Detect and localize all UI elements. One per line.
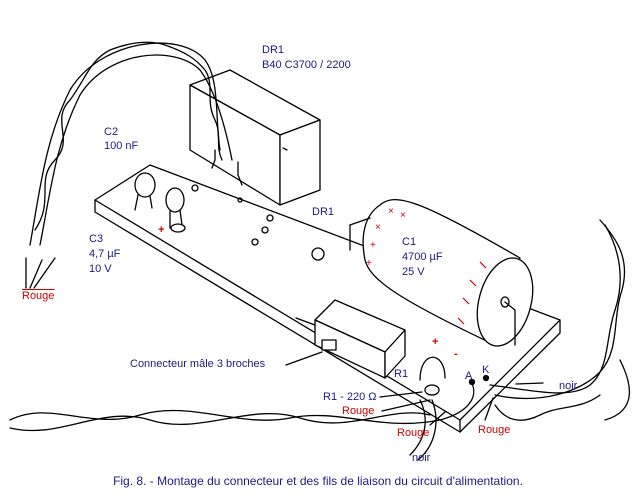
c3-plus-mark: + [158,224,165,236]
twisted-wire-bottom-left [9,379,475,461]
c2-value: 100 nF [104,140,139,152]
figure-caption: Fig. 8. - Montage du connecteur et des f… [113,474,523,488]
r1-value-label: R1 - 220 Ω [323,391,377,403]
rouge-r1-label: Rouge [342,405,375,417]
noir-bottom-label: noir [412,452,431,464]
svg-text:+: + [370,240,376,251]
leader-lines [25,257,544,426]
board-holes [191,184,325,261]
c1-capacitor [349,199,534,347]
r1-minus-mark: - [454,348,458,360]
pin-dots [468,374,490,386]
connector-label: Connecteur mâle 3 broches [130,358,266,370]
rouge-mid-label: Rouge [397,427,430,439]
dr1-title: DR1 [262,44,285,56]
twisted-wire-left [29,41,233,246]
c2-capacitor [134,172,156,211]
r1-resistor [419,356,446,396]
c3-value-capacitance: 4,7 µF [89,248,121,260]
c3-capacitor [165,187,186,233]
three-pin-connector [295,299,406,379]
svg-text:×: × [388,206,394,217]
twisted-wire-right [489,219,631,421]
dr1-reference: B40 C3700 / 2200 [262,59,351,71]
rouge-right-label: Rouge [478,424,511,436]
svg-text:+: + [366,258,372,269]
rouge-left-label: Rouge [22,290,55,302]
noir-right-label: noir [559,380,578,392]
c3-label: C3 [89,233,104,245]
c1-polarity-marks: × × × + + [366,206,406,269]
c2-label: C2 [104,126,119,138]
c1-value-capacitance: 4700 µF [402,251,443,263]
c1-minus-marks [457,261,487,325]
pin-a-label: A [465,370,473,382]
c3-value-voltage: 10 V [89,263,112,275]
r1-short-label: R1 [394,368,409,380]
svg-text:×: × [375,222,381,233]
c1-value-voltage: 25 V [402,266,425,278]
dr1-board-label: DR1 [312,206,335,218]
svg-text:×: × [400,210,406,221]
r1-plus-mark: + [432,336,439,348]
c1-label: C1 [402,236,417,248]
pin-k-label: K [482,364,490,376]
